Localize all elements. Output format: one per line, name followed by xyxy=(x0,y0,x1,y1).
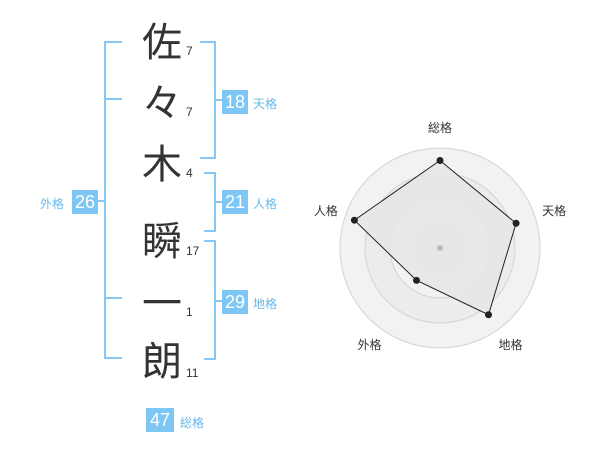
radar-axis-label-5: 人格 xyxy=(314,203,338,218)
tenkaku-label: 天格 xyxy=(253,97,278,111)
name-char-3: 木 xyxy=(142,142,182,188)
gaikaku-label: 外格 xyxy=(40,197,65,211)
radar-axis-label-2: 天格 xyxy=(542,203,566,218)
radar-point-5 xyxy=(350,216,358,224)
chikaku-badge: 29 xyxy=(222,290,248,314)
radar-point-1 xyxy=(436,157,444,164)
radar-axis-label-3: 地格 xyxy=(499,337,523,352)
chikaku-label: 地格 xyxy=(253,297,278,311)
bracket-tick xyxy=(104,98,122,100)
soukaku-badge: 47 xyxy=(146,408,174,432)
radar-polygon xyxy=(353,159,517,316)
gaikaku-bracket xyxy=(104,41,122,359)
tenkaku-badge: 18 xyxy=(222,90,248,114)
bracket-connector xyxy=(96,200,104,202)
stroke-count-1: 7 xyxy=(186,44,193,58)
radar-point-2 xyxy=(512,219,520,227)
name-char-2: 々 xyxy=(142,81,182,127)
bracket-connector xyxy=(216,201,222,203)
soukaku-label: 総格 xyxy=(180,416,205,430)
jinkaku-badge: 21 xyxy=(222,190,248,214)
radar-axis-label-4: 外格 xyxy=(357,337,381,352)
stroke-count-2: 7 xyxy=(186,105,193,119)
stroke-count-6: 11 xyxy=(186,366,199,380)
radar-center-dot xyxy=(437,245,443,251)
bracket-connector xyxy=(216,99,222,101)
chikaku-bracket xyxy=(204,240,216,360)
radar-points xyxy=(350,157,520,319)
bracket-connector xyxy=(216,300,222,302)
name-char-6: 朗 xyxy=(142,339,182,385)
radar-point-3 xyxy=(484,311,492,319)
stroke-count-3: 4 xyxy=(186,166,193,180)
radar-point-4 xyxy=(412,276,420,284)
name-char-4: 瞬 xyxy=(142,219,182,265)
tenkaku-bracket xyxy=(200,41,216,159)
jinkaku-bracket xyxy=(204,172,216,232)
radar-axis-label-1: 総格 xyxy=(428,120,452,135)
stroke-count-5: 1 xyxy=(186,305,193,319)
gaikaku-badge: 26 xyxy=(72,190,98,214)
jinkaku-label: 人格 xyxy=(253,197,278,211)
name-char-5: 一 xyxy=(142,281,182,327)
bracket-tick xyxy=(104,297,122,299)
stroke-count-4: 17 xyxy=(186,244,200,258)
name-char-1: 佐 xyxy=(142,20,182,66)
